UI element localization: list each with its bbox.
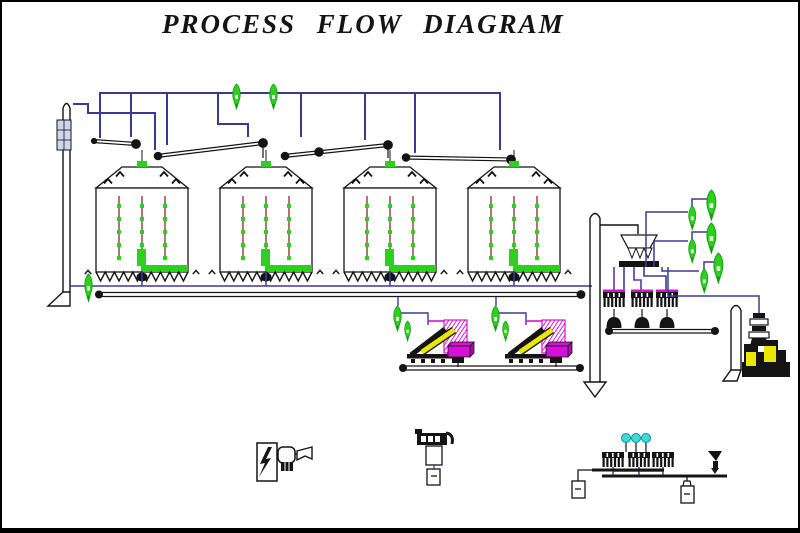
cyclone-icon <box>700 268 709 294</box>
cyclone-icon <box>269 83 278 110</box>
bucket-elevator-bagging <box>721 304 742 382</box>
storage-silos <box>85 150 571 286</box>
sieve-machine-3 <box>656 292 678 307</box>
cyclone-icon <box>688 205 697 231</box>
hopper-bag <box>571 480 586 499</box>
bagging-machine-icon <box>415 429 454 486</box>
cyclone-icon <box>84 273 93 303</box>
indicator-lights <box>621 433 651 452</box>
sieve-machine-2 <box>631 292 653 307</box>
silo-2 <box>209 150 323 286</box>
roof-conveyor-2 <box>153 138 268 161</box>
bucket-elevator-main <box>582 212 639 399</box>
pellet-press-icon <box>277 446 313 471</box>
top-piping-manifold <box>73 92 501 153</box>
packing-sieve-2 <box>628 452 650 467</box>
cyclone-icon <box>232 83 241 110</box>
roof-conveyor-1 <box>90 137 141 149</box>
dome-hopper <box>658 308 676 329</box>
distributor <box>619 234 659 267</box>
silo-1 <box>85 150 199 286</box>
indicator-light-icon <box>641 433 651 443</box>
silo-3 <box>333 150 447 286</box>
legend <box>256 429 454 486</box>
packing-line <box>571 433 727 504</box>
dryer-unit-2 <box>492 297 572 367</box>
silo-4 <box>457 150 571 286</box>
intake-cyclones <box>232 83 278 110</box>
sieve-machine-1 <box>603 292 625 307</box>
indicator-light-icon <box>621 433 631 443</box>
roof-conveyor-4 <box>401 153 516 165</box>
reclaim-conveyor <box>70 273 592 303</box>
electrical-panel-icon <box>256 442 278 482</box>
cyclone-icon <box>688 238 697 264</box>
roof-conveyor-3 <box>280 140 393 161</box>
dryer-discharge-conveyor <box>399 364 584 372</box>
diagram-title: PROCESS FLOW DIAGRAM <box>161 9 565 39</box>
roof-conveyors <box>90 137 516 165</box>
packing-sieve-3 <box>652 452 674 467</box>
hopper-bag <box>680 477 695 504</box>
bagging-station <box>742 340 790 377</box>
dome-hopper <box>633 308 651 329</box>
packing-sieve-1 <box>602 452 624 467</box>
dome-hopper <box>605 308 623 329</box>
bucket-elevator-intake <box>46 102 72 307</box>
cyclone-icon <box>706 222 717 254</box>
cyclone-icon <box>713 252 724 284</box>
dryer-unit-1 <box>394 297 474 367</box>
cleaning-sieves <box>603 289 719 335</box>
cyclone-battery <box>645 189 760 313</box>
distributor-piping <box>613 267 667 292</box>
funnel-valve-icon <box>708 451 722 474</box>
cyclone-icon <box>706 189 717 221</box>
indicator-light-icon <box>631 433 641 443</box>
dryer-units <box>394 297 572 367</box>
